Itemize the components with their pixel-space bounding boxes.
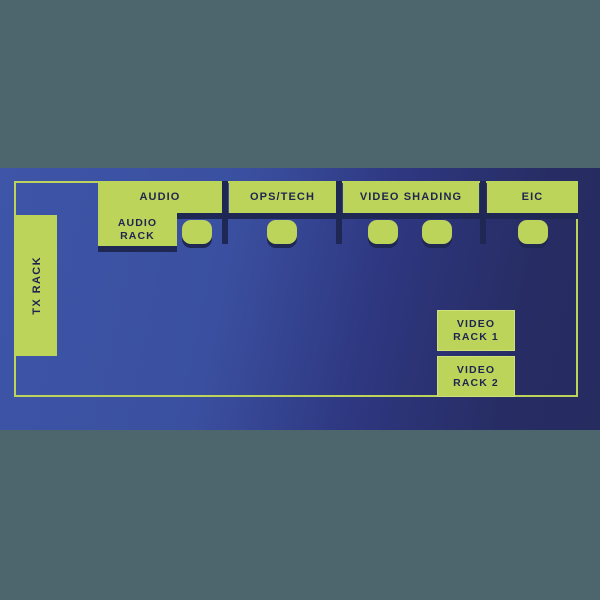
station-audio-label: AUDIO [139,191,181,203]
station-eic-label: EIC [521,191,544,203]
operator-chair [422,220,452,244]
video-rack-1: VIDEO RACK 1 [437,310,515,351]
operator-chair [368,220,398,244]
operator-chair [518,220,548,244]
video-rack-2-label-line2: RACK 2 [453,376,499,389]
station-ops-tech: OPS/TECH [229,181,336,213]
audio-rack: AUDIO RACK [98,213,177,246]
tx-rack: TX RACK [16,215,57,356]
video-rack-2: VIDEO RACK 2 [437,356,515,397]
station-ops-tech-label: OPS/TECH [249,191,316,203]
station-divider-wall [480,181,486,244]
video-rack-1-label-line1: VIDEO [456,317,496,330]
station-eic: EIC [487,181,578,213]
audio-rack-label-line1: AUDIO [117,216,158,229]
operator-chair [182,220,212,244]
tx-rack-label: TX RACK [30,256,43,315]
operator-chair [267,220,297,244]
video-rack-1-label-line2: RACK 1 [453,330,499,343]
station-divider-wall [222,181,228,244]
station-video-shading: VIDEO SHADING [343,181,479,213]
desk-edge-line [169,213,578,219]
video-rack-2-label-line1: VIDEO [456,363,496,376]
station-audio: AUDIO [98,181,222,213]
station-divider-wall [336,181,342,244]
audio-rack-label-line2: RACK [120,229,155,242]
station-video-shading-label: VIDEO SHADING [359,191,463,203]
